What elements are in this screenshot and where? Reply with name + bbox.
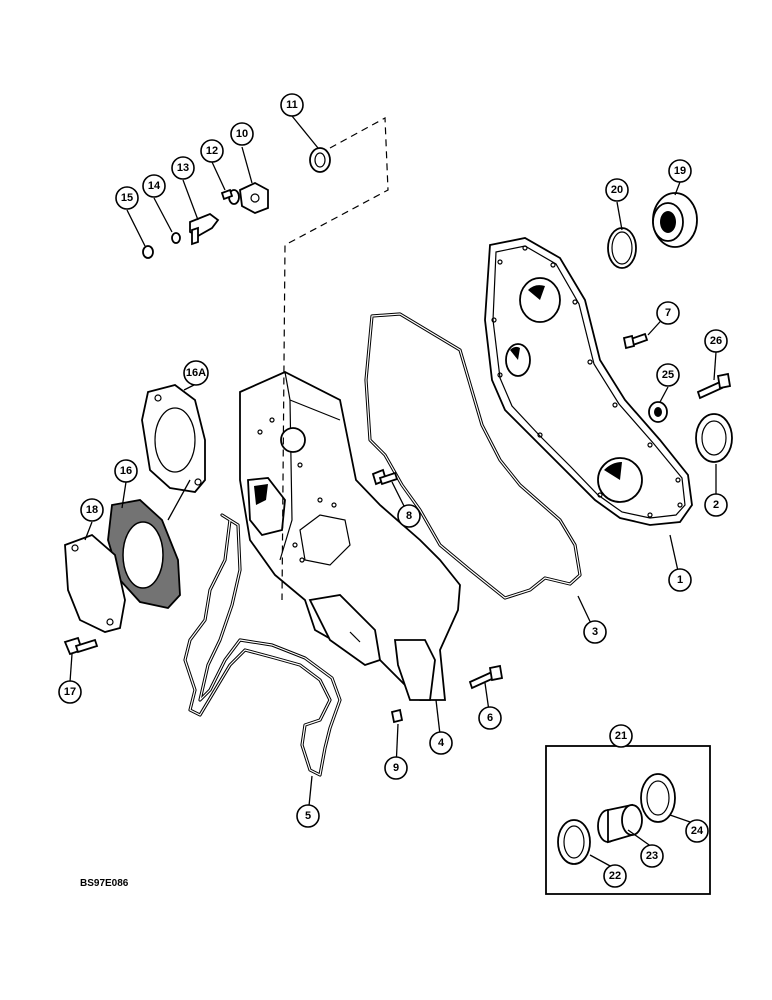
callout-6: 6 (478, 706, 502, 730)
rear-gasket (183, 513, 342, 777)
callout-24: 24 (685, 819, 709, 843)
callout-2: 2 (704, 493, 728, 517)
callout-5: 5 (296, 804, 320, 828)
front-seal-19 (652, 192, 698, 248)
svg-text:23: 23 (646, 850, 658, 862)
seal-kit-22 (557, 819, 591, 865)
svg-text:26: 26 (710, 335, 722, 347)
svg-text:25: 25 (662, 369, 674, 381)
svg-text:24: 24 (691, 825, 704, 837)
oil-seal-2 (695, 413, 733, 463)
callout-17: 17 (58, 680, 82, 704)
svg-text:16A: 16A (186, 367, 206, 379)
callout-7: 7 (656, 301, 680, 325)
screw-7 (622, 332, 649, 350)
svg-text:1: 1 (677, 574, 683, 586)
svg-text:4: 4 (438, 737, 445, 749)
svg-text:11: 11 (286, 99, 298, 111)
front-cover-gasket (364, 312, 582, 600)
svg-text:15: 15 (121, 192, 133, 204)
callout-10: 10 (230, 122, 254, 146)
callout-23: 23 (640, 844, 664, 868)
dowel-pin-9 (390, 708, 404, 724)
svg-text:16: 16 (120, 465, 132, 477)
capscrew-17 (63, 636, 99, 656)
callout-3: 3 (583, 620, 607, 644)
svg-text:8: 8 (406, 510, 412, 522)
svg-text:14: 14 (148, 180, 161, 192)
assembly-dashed-line (281, 117, 389, 601)
callout-22: 22 (603, 864, 627, 888)
callout-13: 13 (171, 156, 195, 180)
callout-25: 25 (656, 363, 680, 387)
callout-16a: 16A (183, 360, 209, 386)
svg-text:12: 12 (206, 145, 218, 157)
svg-text:7: 7 (665, 307, 671, 319)
callout-12: 12 (200, 139, 224, 163)
cover-plate (64, 533, 126, 633)
washer-25 (648, 401, 668, 423)
svg-text:2: 2 (713, 499, 719, 511)
adapter-gasket-16 (107, 479, 191, 609)
callout-18: 18 (80, 498, 104, 522)
svg-text:21: 21 (615, 730, 627, 742)
sleeve-23 (597, 803, 643, 844)
svg-text:19: 19 (674, 165, 686, 177)
svg-text:10: 10 (236, 128, 248, 140)
svg-text:3: 3 (592, 626, 598, 638)
svg-text:22: 22 (609, 870, 621, 882)
adapter-gasket-16a (141, 384, 206, 493)
capscrew-8 (371, 468, 399, 486)
svg-text:18: 18 (86, 504, 98, 516)
callout-1: 1 (668, 568, 692, 592)
callout-11: 11 (280, 93, 304, 117)
svg-text:5: 5 (305, 810, 311, 822)
callout-8: 8 (397, 504, 421, 528)
seal-24 (640, 773, 676, 823)
capscrew-6 (468, 664, 504, 690)
svg-text:6: 6 (487, 712, 493, 724)
svg-text:9: 9 (393, 762, 399, 774)
gear-housing (239, 371, 461, 701)
callout-16: 16 (114, 459, 138, 483)
callout-4: 4 (429, 731, 453, 755)
callout-19: 19 (668, 159, 692, 183)
callout-14: 14 (142, 174, 166, 198)
svg-text:20: 20 (611, 184, 623, 196)
small-parts-group (142, 147, 331, 259)
wear-ring-20 (607, 227, 637, 269)
svg-text:13: 13 (177, 162, 189, 174)
front-gear-cover (484, 237, 693, 526)
callout-20: 20 (605, 178, 629, 202)
callout-21: 21 (609, 724, 633, 748)
callout-9: 9 (384, 756, 408, 780)
callout-15: 15 (115, 186, 139, 210)
bolt-26 (696, 372, 732, 400)
svg-text:17: 17 (64, 686, 76, 698)
callout-26: 26 (704, 329, 728, 353)
leader-lines (69, 115, 717, 868)
drawing-code: BS97E086 (80, 878, 129, 889)
